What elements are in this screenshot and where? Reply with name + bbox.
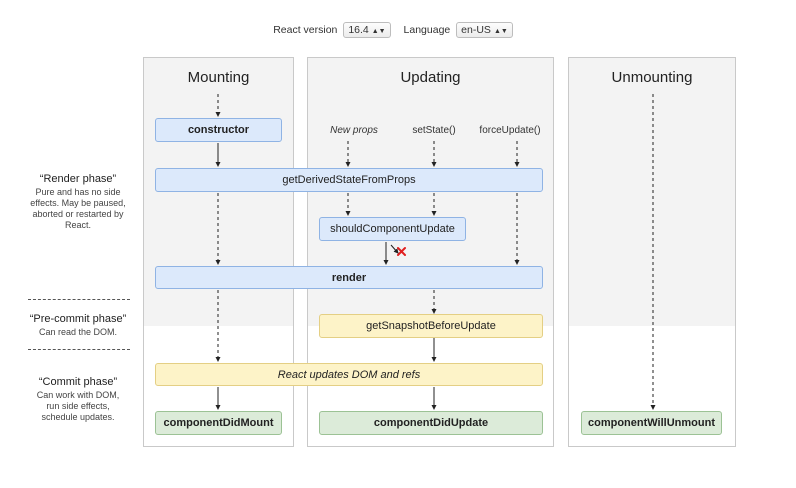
component-did-mount-box[interactable]: componentDidMount — [155, 411, 282, 435]
version-controls: React version 16.4▲▼ Language en-US▲▼ — [0, 22, 796, 38]
get-derived-state-box[interactable]: getDerivedStateFromProps — [155, 168, 543, 192]
commit-phase-desc: Can work with DOM, run side effects, sch… — [36, 390, 120, 422]
commit-phase-title: “Commit phase” — [38, 376, 118, 388]
cancel-x-icon — [397, 247, 406, 256]
react-version-label: React version — [273, 24, 338, 36]
language-value: en-US — [461, 24, 491, 36]
should-component-update-box[interactable]: shouldComponentUpdate — [319, 217, 466, 241]
phase-divider — [28, 349, 130, 350]
constructor-box[interactable]: constructor — [155, 118, 282, 142]
render-phase-label: “Render phase” Pure and has no side effe… — [0, 173, 156, 231]
precommit-phase-desc: Can read the DOM. — [38, 327, 118, 337]
trigger-force-update: forceUpdate() — [479, 125, 541, 136]
render-phase-shade — [569, 58, 735, 326]
mounting-title: Mounting — [187, 69, 250, 86]
updown-arrow-icon: ▲▼ — [371, 28, 386, 35]
render-box[interactable]: render — [155, 266, 543, 289]
unmounting-title: Unmounting — [611, 69, 693, 86]
component-will-unmount-box[interactable]: componentWillUnmount — [581, 411, 722, 435]
trigger-set-state: setState() — [412, 125, 456, 136]
unmounting-column: Unmounting — [568, 57, 736, 447]
trigger-new-props: New props — [330, 125, 378, 136]
react-version-value: 16.4 — [348, 24, 369, 36]
get-snapshot-box[interactable]: getSnapshotBeforeUpdate — [319, 314, 543, 338]
precommit-phase-title: “Pre-commit phase” — [29, 313, 127, 325]
language-select[interactable]: en-US▲▼ — [456, 22, 513, 38]
render-phase-title: “Render phase” — [39, 173, 117, 185]
language-label: Language — [403, 24, 451, 36]
react-version-select[interactable]: 16.4▲▼ — [343, 22, 391, 38]
precommit-phase-label: “Pre-commit phase” Can read the DOM. — [0, 313, 156, 338]
component-did-update-box[interactable]: componentDidUpdate — [319, 411, 543, 435]
render-phase-desc: Pure and has no side effects. May be pau… — [30, 187, 126, 230]
updown-arrow-icon: ▲▼ — [493, 28, 508, 35]
updating-title: Updating — [400, 69, 461, 86]
arrow-scu-cancel — [390, 244, 399, 254]
commit-phase-label: “Commit phase” Can work with DOM, run si… — [0, 376, 156, 423]
phase-divider — [28, 299, 130, 300]
react-updates-box: React updates DOM and refs — [155, 363, 543, 386]
